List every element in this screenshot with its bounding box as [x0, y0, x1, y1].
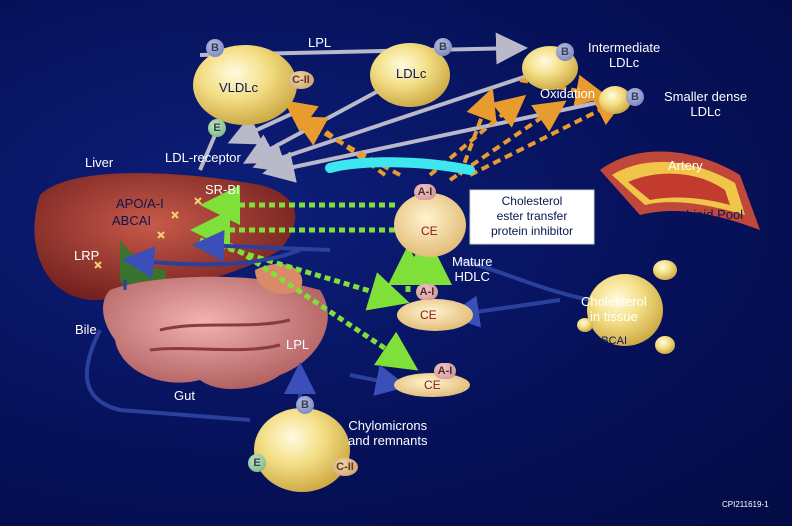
artery-cross-section-icon: [600, 151, 760, 230]
apo-c2-tag-vldl: C-II: [288, 71, 314, 89]
label-artery: Artery: [668, 158, 703, 173]
label-lpl-top: LPL: [308, 35, 332, 50]
apo-a1-tag-medium: A-I: [416, 284, 438, 300]
label-abcai-left: ABCAI: [112, 213, 152, 228]
label-apo-ai: APO/A-I: [116, 196, 164, 211]
apo-b-tag-small-dense: B: [626, 88, 644, 106]
label-smaller-dense-ldlc: Smaller dense LDLc: [664, 89, 748, 119]
apo-b-tag-ldl: B: [434, 38, 452, 56]
particle-vldl: [193, 45, 297, 125]
label-ldlc: LDLc: [396, 66, 427, 81]
apo-a1-tag-mature: A-I: [414, 184, 436, 200]
receptor-marks: [94, 197, 202, 269]
apo-b-tag-vldl: B: [206, 39, 224, 57]
ce-label-mature: CE: [421, 224, 438, 238]
apo-b-tag-intermediate: B: [556, 43, 574, 61]
particle-chylomicron: [254, 408, 350, 492]
label-liver: Liver: [85, 155, 114, 170]
label-gut: Gut: [174, 388, 195, 403]
label-sr-bi: SR-BI: [205, 182, 240, 197]
label-cetp-inhibitor: Cholesterol ester transfer protein inhib…: [490, 194, 574, 238]
label-lipid-pool: Lipid Pool: [686, 207, 744, 222]
label-lpl-bottom: LPL: [286, 337, 310, 352]
particle-hdl-discoidal: [394, 373, 470, 397]
label-oxidation: Oxidation: [540, 86, 595, 101]
gut-to-chylomicron-line: [85, 329, 251, 422]
label-ldl-receptor: LDL-receptor: [165, 150, 241, 165]
particle-hdl-medium: [397, 299, 473, 331]
hdl-transport-arrows: [190, 185, 452, 371]
label-mature-hdlc: Mature HDLC: [452, 254, 493, 284]
cetp-inhibitor-bar: [325, 157, 475, 175]
particle-mature-hdl: [394, 193, 466, 257]
apo-e-tag-chylomicron: E: [248, 454, 266, 472]
footer-code: CPI211619-1: [722, 500, 769, 509]
label-vldlc: VLDLc: [219, 80, 259, 95]
particle-small-dense-ldl: [599, 86, 631, 114]
apo-c2-tag-chylomicron: C-II: [332, 458, 358, 476]
label-lrp: LRP: [74, 248, 100, 263]
label-cholesterol-in-tissue: Cholesterol in tissue: [581, 294, 647, 324]
label-abcai-right: ABCAI: [594, 335, 628, 347]
ce-label-discoidal: CE: [424, 378, 441, 392]
apo-b-tag-chylomicron: B: [296, 396, 314, 414]
label-bile: Bile: [75, 322, 97, 337]
apo-e-tag-vldl: E: [208, 119, 226, 137]
particle-tissue-cholesterol: [577, 260, 677, 354]
cetp-label-box: [469, 189, 595, 245]
label-chylomicrons: Chylomicrons and remnants: [348, 418, 428, 448]
label-intermediate-ldlc: Intermediate LDLc: [588, 40, 661, 70]
apo-a1-tag-discoidal: A-I: [434, 363, 456, 379]
particle-ldl: [370, 43, 450, 107]
gut-organ-icon: [103, 263, 328, 390]
ce-label-medium: CE: [420, 308, 437, 322]
